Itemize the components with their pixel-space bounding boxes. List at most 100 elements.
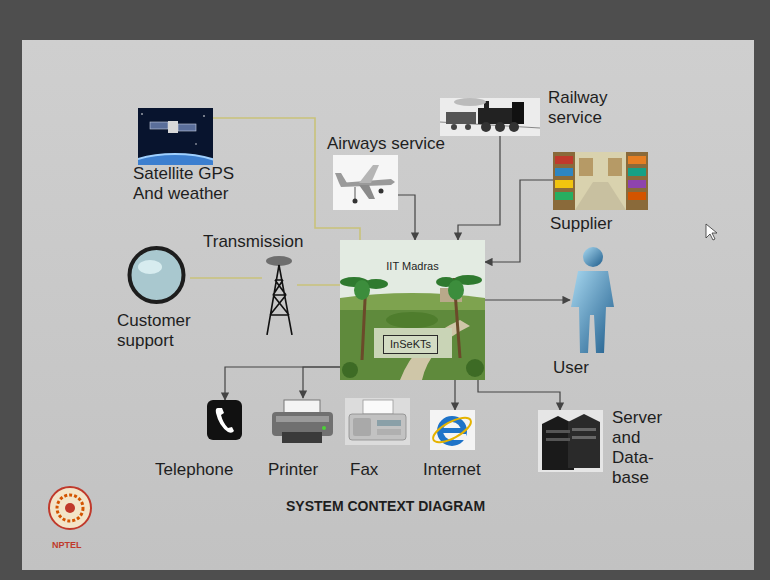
icon-part: [608, 158, 622, 176]
node-label: Airways service: [327, 134, 467, 154]
icon-part: [49, 487, 91, 529]
icon-part: [572, 436, 596, 439]
icon-part: [571, 271, 614, 353]
icon-part: [130, 248, 184, 302]
icon-part: [359, 185, 375, 199]
satellite-node: Satellite GPS And weather: [138, 108, 213, 165]
fax-node: Fax: [345, 398, 410, 445]
mouse-cursor: [706, 224, 717, 240]
connector: [303, 367, 340, 398]
icon-part: [57, 495, 83, 521]
icon-part: [568, 414, 600, 468]
icon-part: [430, 413, 474, 447]
transmission-node: Transmission: [262, 255, 297, 335]
icon-part: [141, 113, 143, 115]
icon-part: [363, 400, 393, 414]
icon-part: [572, 428, 596, 431]
nptel-logo: [49, 487, 91, 529]
icon-part: [195, 143, 196, 144]
icon-part: [150, 122, 168, 129]
icon-part: [355, 187, 356, 199]
node-label: Railway service: [548, 88, 633, 128]
icon-part: [448, 280, 464, 300]
connector: [485, 180, 553, 262]
internet-node: Internet: [430, 410, 475, 450]
airways-node: Airways service: [333, 155, 398, 210]
icon-part: [345, 398, 410, 445]
icon-part: [512, 102, 524, 124]
icon-part: [359, 165, 379, 183]
connector: [454, 380, 455, 410]
printer-node: Printer: [270, 398, 335, 445]
supplier-node: Supplier: [553, 152, 648, 210]
connector: [297, 284, 340, 286]
icon-part: [430, 410, 475, 450]
icon-part: [555, 192, 573, 200]
icon-part: [509, 122, 519, 132]
railway-node: Railway service: [440, 98, 540, 136]
icon-part: [451, 124, 457, 130]
node-label: Customer support: [117, 311, 217, 351]
node-label: Fax: [350, 460, 400, 480]
connector: [485, 299, 570, 300]
icon-part: [138, 260, 162, 274]
icon-part: [340, 240, 485, 380]
icon-part: [284, 400, 320, 414]
node-label: Telephone: [155, 460, 255, 480]
telephone-node: Telephone: [207, 400, 242, 440]
user-node: User: [570, 245, 615, 355]
icon-part: [706, 224, 717, 240]
icon-part: [276, 416, 329, 422]
icon-part: [628, 180, 646, 188]
node-icon: [430, 410, 475, 450]
icon-part: [353, 418, 371, 436]
icon-part: [546, 438, 570, 441]
icon-part: [628, 192, 646, 200]
icon-part: [538, 410, 603, 472]
icon-part: [322, 426, 326, 430]
icon-part: [628, 156, 646, 164]
icon-part: [138, 154, 213, 165]
node-icon: [553, 152, 648, 210]
icon-part: [481, 122, 491, 132]
node-label: User: [553, 358, 613, 378]
node-label: Internet: [423, 460, 503, 480]
server-node: Server and Data-base: [538, 410, 603, 472]
icon-part: [267, 265, 292, 335]
icon-part: [207, 400, 242, 440]
icon-part: [553, 152, 575, 210]
icon-part: [546, 430, 570, 433]
icon-part: [579, 158, 593, 176]
icon-part: [628, 168, 646, 176]
icon-part: [178, 124, 196, 131]
icon-part: [555, 168, 573, 176]
connector: [398, 195, 415, 240]
node-icon: [138, 108, 213, 165]
customer-support-node: Customer support: [123, 245, 190, 305]
node-icon: [270, 398, 335, 445]
node-icon: [440, 98, 540, 136]
node-label: Server and Data-base: [612, 408, 668, 488]
node-icon: [262, 255, 297, 335]
icon-part: [349, 414, 406, 440]
node-label: IIT Madras: [340, 260, 485, 273]
node-icon: [345, 398, 410, 445]
node-label: Supplier: [550, 214, 640, 234]
node-icon: [570, 245, 615, 355]
icon-part: [138, 154, 213, 165]
icon-part: [583, 247, 603, 267]
icon-part: [377, 420, 401, 426]
icon-part: [553, 152, 648, 210]
icon-part: [333, 155, 398, 210]
node-label: Satellite GPS And weather: [133, 164, 268, 204]
node-label: InSeKTs: [390, 338, 431, 351]
icon-part: [342, 362, 358, 378]
icon-part: [465, 124, 471, 130]
icon-part: [374, 328, 452, 358]
icon-part: [353, 199, 358, 204]
node-icon: [538, 410, 603, 472]
icon-part: [466, 359, 484, 377]
icon-part: [266, 256, 292, 266]
icon-part: [386, 312, 438, 328]
